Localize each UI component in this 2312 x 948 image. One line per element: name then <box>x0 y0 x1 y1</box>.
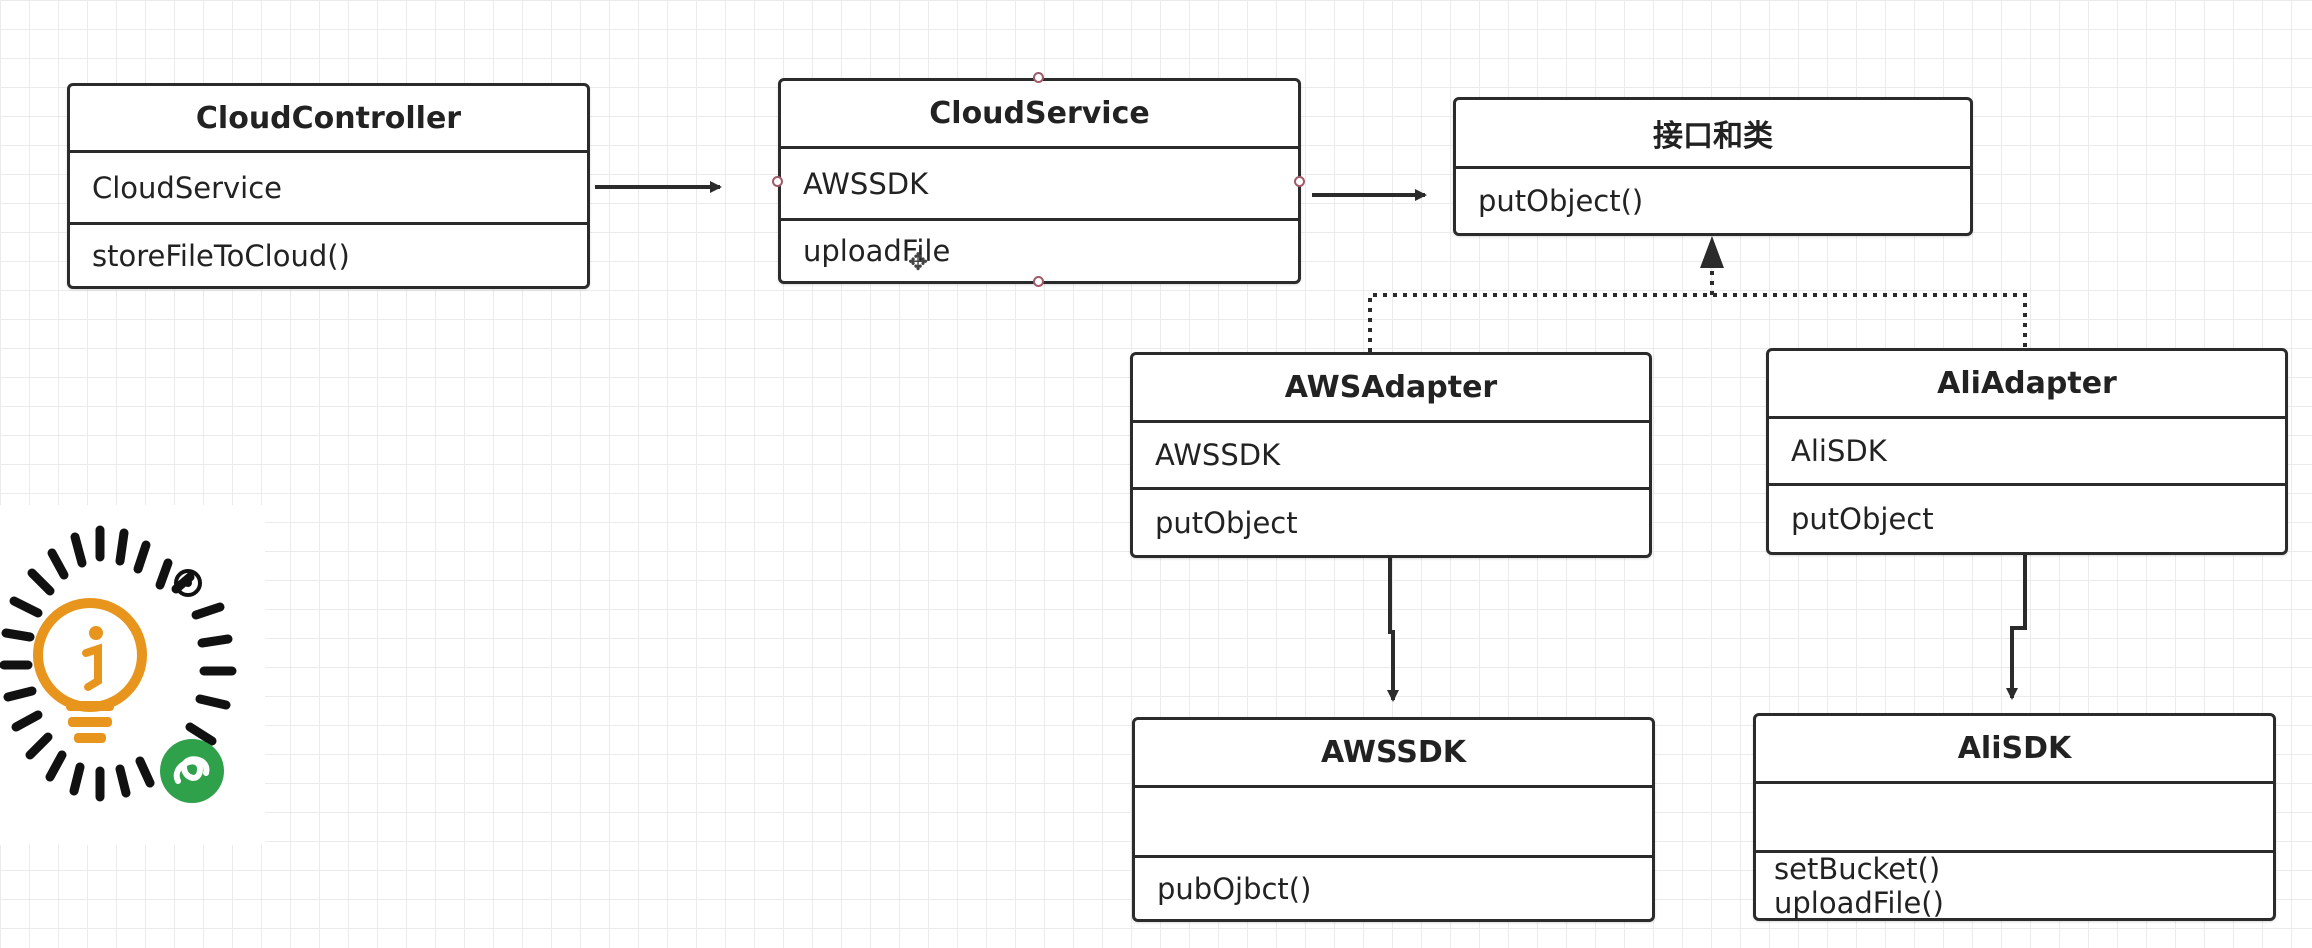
ali-adapter-to-sdk-arrow <box>2006 555 2027 700</box>
class-method: uploadFile <box>803 234 951 268</box>
class-method: putObject() <box>1478 184 1644 218</box>
ali-adapter-class[interactable]: AliAdapter AliSDK putObject <box>1766 348 2288 555</box>
class-field: AWSSDK <box>1133 423 1649 490</box>
class-field <box>1756 784 2273 853</box>
class-method: storeFileToCloud() <box>92 238 350 273</box>
class-title: CloudController <box>70 86 587 153</box>
aws-sdk-class[interactable]: AWSSDK pubOjbct() <box>1132 717 1655 922</box>
class-title: AWSAdapter <box>1133 355 1649 423</box>
class-method: putObject <box>1791 502 1934 536</box>
class-field: AliSDK <box>1769 419 2285 486</box>
class-title: AliSDK <box>1756 716 2273 784</box>
resize-handle-right[interactable] <box>1294 176 1305 187</box>
resize-handle-left[interactable] <box>772 176 783 187</box>
class-method: putObject <box>1155 505 1298 540</box>
ali-sdk-class[interactable]: AliSDK setBucket() uploadFile() <box>1753 713 2276 921</box>
move-cursor-icon: ✥ <box>908 248 929 276</box>
resize-handle-bottom[interactable] <box>1033 276 1044 287</box>
aws-adapter-to-sdk-arrow <box>1387 558 1399 702</box>
interface-class[interactable]: 接口和类 putObject() <box>1453 97 1973 236</box>
realization-arrowhead <box>1700 236 1724 268</box>
class-title: AliAdapter <box>1769 351 2285 419</box>
aws-adapter-class[interactable]: AWSAdapter AWSSDK putObject <box>1130 352 1652 558</box>
class-field <box>1135 788 1652 858</box>
class-methods: setBucket() uploadFile() <box>1756 851 2273 920</box>
aws-adapter-realization-line <box>1368 293 2027 352</box>
class-title: AWSSDK <box>1135 720 1652 788</box>
class-field: AWSSDK <box>781 149 1298 221</box>
class-field: CloudService <box>70 153 587 225</box>
class-title: CloudService <box>781 81 1298 149</box>
cloud-controller-class[interactable]: CloudController CloudService storeFileTo… <box>67 83 590 289</box>
class-method: pubOjbct() <box>1157 871 1312 906</box>
cloud-service-class[interactable]: CloudService AWSSDK uploadFile <box>778 78 1301 284</box>
class-title: 接口和类 <box>1456 100 1970 169</box>
class-method: setBucket() <box>1774 851 1941 886</box>
class-method: uploadFile() <box>1774 885 1944 920</box>
mini-program-qr-code-icon[interactable] <box>0 505 265 845</box>
resize-handle-top[interactable] <box>1033 72 1044 83</box>
